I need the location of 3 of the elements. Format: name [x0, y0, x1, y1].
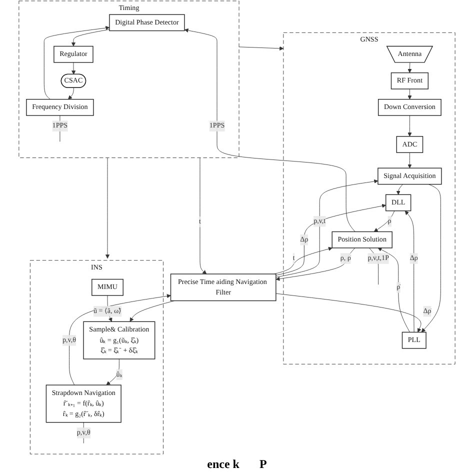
note-text: ence k — [207, 457, 240, 472]
connector — [368, 248, 379, 285]
note-text: P — [259, 457, 267, 472]
